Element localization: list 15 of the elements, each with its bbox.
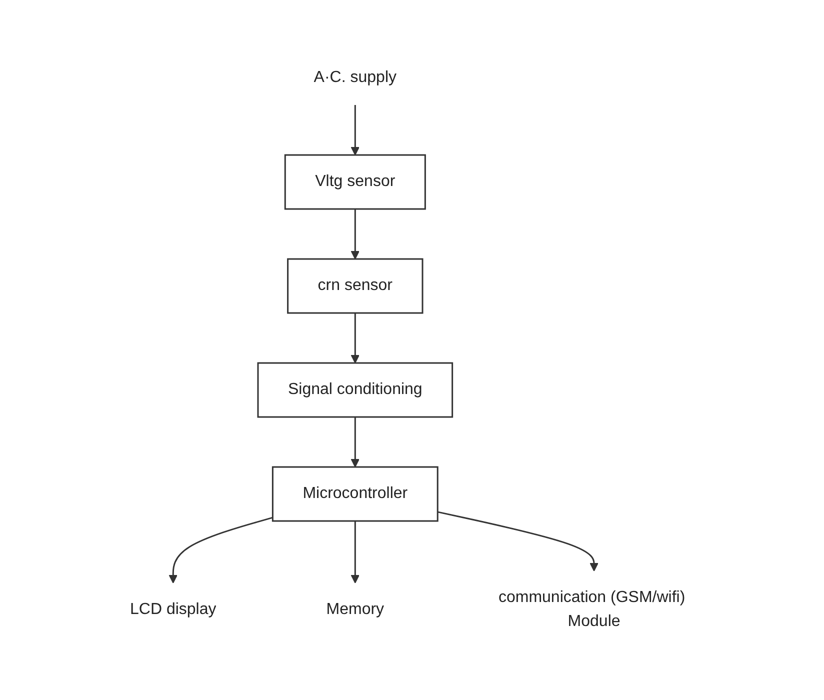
node-box: Signal conditioning: [257, 362, 454, 418]
node-box: crn sensor: [287, 258, 424, 314]
arrow: [350, 521, 360, 584]
node-box: Microcontroller: [272, 466, 438, 522]
arrow: [350, 105, 360, 156]
node-text: LCD display: [130, 601, 216, 618]
arrow: [350, 313, 360, 364]
node-text: A·C. supply: [314, 69, 396, 86]
node-text: Memory: [326, 601, 384, 618]
arrow: [437, 511, 598, 572]
arrow: [350, 209, 360, 260]
arrow: [168, 516, 273, 584]
arrow: [350, 417, 360, 468]
node-text: communication (GSM/wifi) Module: [498, 589, 686, 630]
node-box: Vltg sensor: [284, 154, 426, 210]
